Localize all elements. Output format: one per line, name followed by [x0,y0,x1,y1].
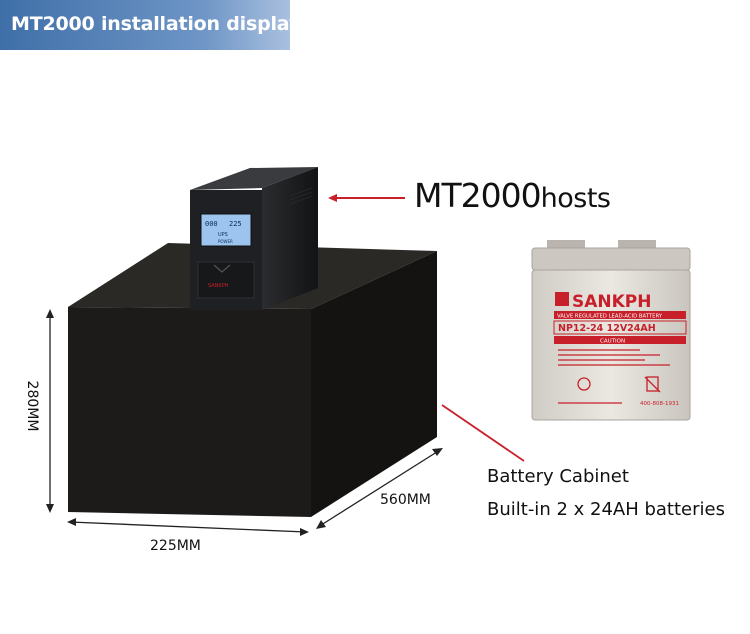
battery-illustration: SANKPH VALVE REGULATED LEAD-ACID BATTERY… [531,240,691,421]
battery-model: NP12-24 12V24AH [558,323,656,334]
cabinet-description: Built-in 2 x 24AH batteries [487,499,725,520]
cabinet-pointer-line [441,404,525,462]
battery-cabinet [68,243,437,517]
battery-phone: 400-808-1931 [640,401,679,407]
host-label: MT2000hosts [414,176,611,215]
page-title: MT2000 installation display [11,13,302,35]
battery-brand: SANKPH [572,292,652,312]
header-banner: MT2000 installation display [0,0,301,50]
cabinet-label: Battery Cabinet [487,466,629,487]
lcd-screen [200,213,252,247]
lcd-line-1: 000 [205,220,218,228]
battery-caution: CAUTION [600,339,625,345]
host-pointer-arrowhead [328,194,337,202]
width-dimension [67,518,309,536]
lcd-ups: UPS [218,232,228,238]
host-model: MT2000 [414,176,542,215]
depth-label: 560MM [380,492,431,508]
lcd-line-2: 225 [229,220,242,228]
host-suffix: hosts [540,183,611,214]
host-brand-logo: SANKPH [208,283,229,289]
ups-host: 000 225 UPS POWER SANKPH [190,167,318,310]
battery-type: VALVE REGULATED LEAD-ACID BATTERY [557,314,663,320]
depth-dimension [316,448,443,529]
lcd-power: POWER [218,239,233,244]
height-label: 280MM [24,380,40,432]
width-label: 225MM [150,538,201,554]
height-dimension [46,309,54,513]
